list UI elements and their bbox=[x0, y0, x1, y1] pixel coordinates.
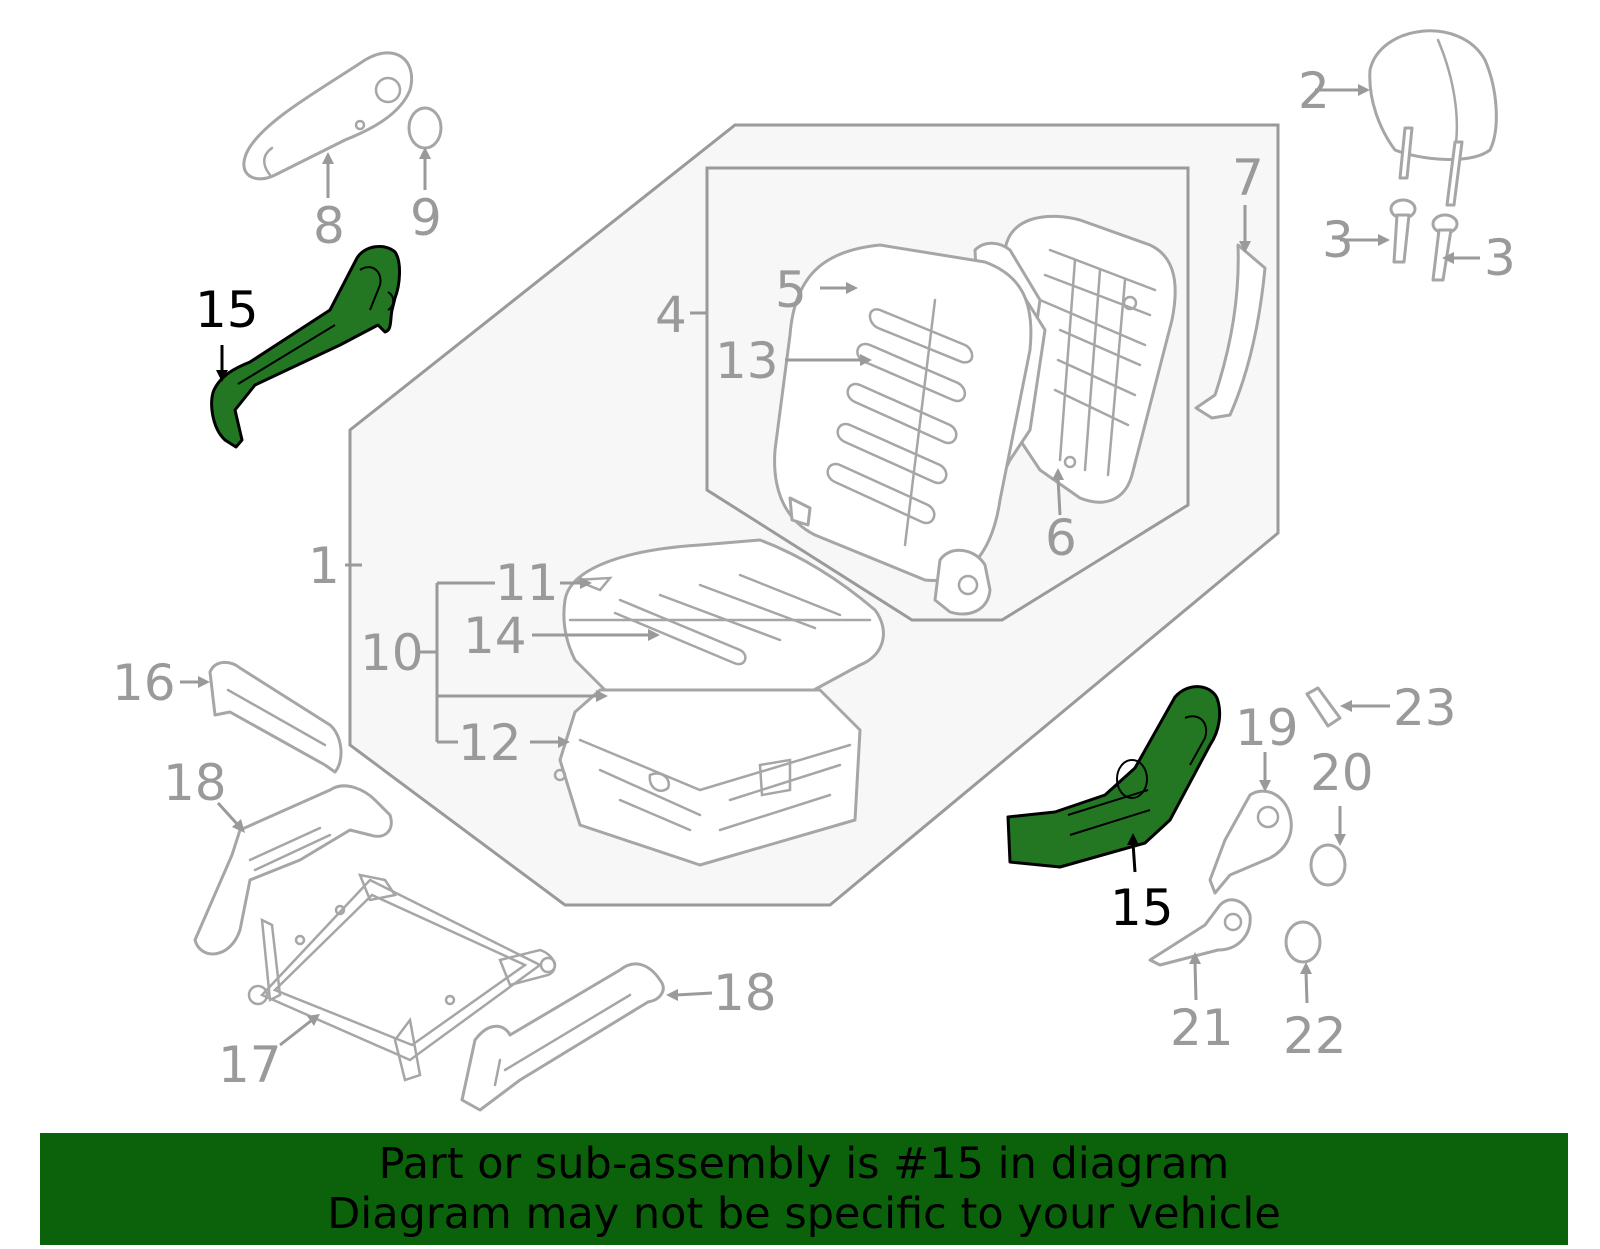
part-15-right-highlight bbox=[1006, 685, 1222, 869]
banner-part-note: Part or sub-assembly is #15 in diagram bbox=[378, 1139, 1230, 1189]
callout-5: 5 bbox=[775, 261, 807, 319]
banner-disclaimer: Diagram may not be specific to your vehi… bbox=[327, 1189, 1281, 1239]
callout-19: 19 bbox=[1235, 699, 1299, 757]
callout-16: 16 bbox=[112, 654, 176, 712]
callout-22: 22 bbox=[1283, 1007, 1347, 1065]
callout-10: 10 bbox=[360, 624, 424, 682]
callout-labels: 1 2 3 3 4 5 6 7 8 9 10 11 12 13 14 15 15… bbox=[112, 62, 1516, 1094]
callout-11: 11 bbox=[495, 554, 559, 612]
callout-12: 12 bbox=[458, 714, 522, 772]
callout-3-left: 3 bbox=[1322, 211, 1354, 269]
callout-3-right: 3 bbox=[1484, 229, 1516, 287]
callout-8: 8 bbox=[313, 197, 345, 255]
armrest-cap-part bbox=[407, 106, 443, 150]
callout-15-left: 15 bbox=[195, 281, 259, 339]
callout-23: 23 bbox=[1393, 679, 1457, 737]
track-cover-left-part bbox=[193, 784, 393, 956]
seatback-cushion-part bbox=[773, 243, 1033, 616]
seatback-frame-part bbox=[1003, 214, 1177, 504]
recliner-handle-part bbox=[1208, 789, 1293, 895]
track-cover-right-part bbox=[460, 962, 665, 1112]
callout-13: 13 bbox=[715, 332, 779, 390]
part-15-left-highlight bbox=[210, 245, 401, 449]
callout-21: 21 bbox=[1170, 999, 1234, 1057]
callout-17: 17 bbox=[218, 1036, 282, 1094]
leader-lines bbox=[180, 84, 1480, 1047]
handle-part bbox=[1148, 898, 1252, 967]
callout-18-left: 18 bbox=[163, 754, 227, 812]
headrest-guide-parts bbox=[1389, 198, 1459, 282]
cap-part-22 bbox=[1284, 920, 1322, 964]
clip-part bbox=[1305, 686, 1342, 728]
callout-20: 20 bbox=[1310, 744, 1374, 802]
side-trim-part bbox=[1194, 243, 1267, 420]
callout-1: 1 bbox=[308, 537, 340, 595]
side-shield-bar-part bbox=[208, 661, 343, 774]
callout-6: 6 bbox=[1045, 509, 1077, 567]
armrest-part bbox=[242, 51, 413, 181]
seat-cushion-frame-part bbox=[553, 688, 862, 867]
cap-part-20 bbox=[1309, 843, 1347, 887]
callout-9: 9 bbox=[410, 189, 442, 247]
info-banner: Part or sub-assembly is #15 in diagram D… bbox=[40, 1133, 1568, 1245]
callout-18-right: 18 bbox=[713, 964, 777, 1022]
callout-4: 4 bbox=[655, 286, 687, 344]
callout-2: 2 bbox=[1298, 62, 1330, 120]
headrest-part bbox=[1368, 29, 1498, 207]
callout-7: 7 bbox=[1232, 149, 1264, 207]
seat-track-frame-part bbox=[247, 873, 557, 1082]
callout-14: 14 bbox=[463, 607, 527, 665]
callout-15-right: 15 bbox=[1110, 879, 1174, 937]
